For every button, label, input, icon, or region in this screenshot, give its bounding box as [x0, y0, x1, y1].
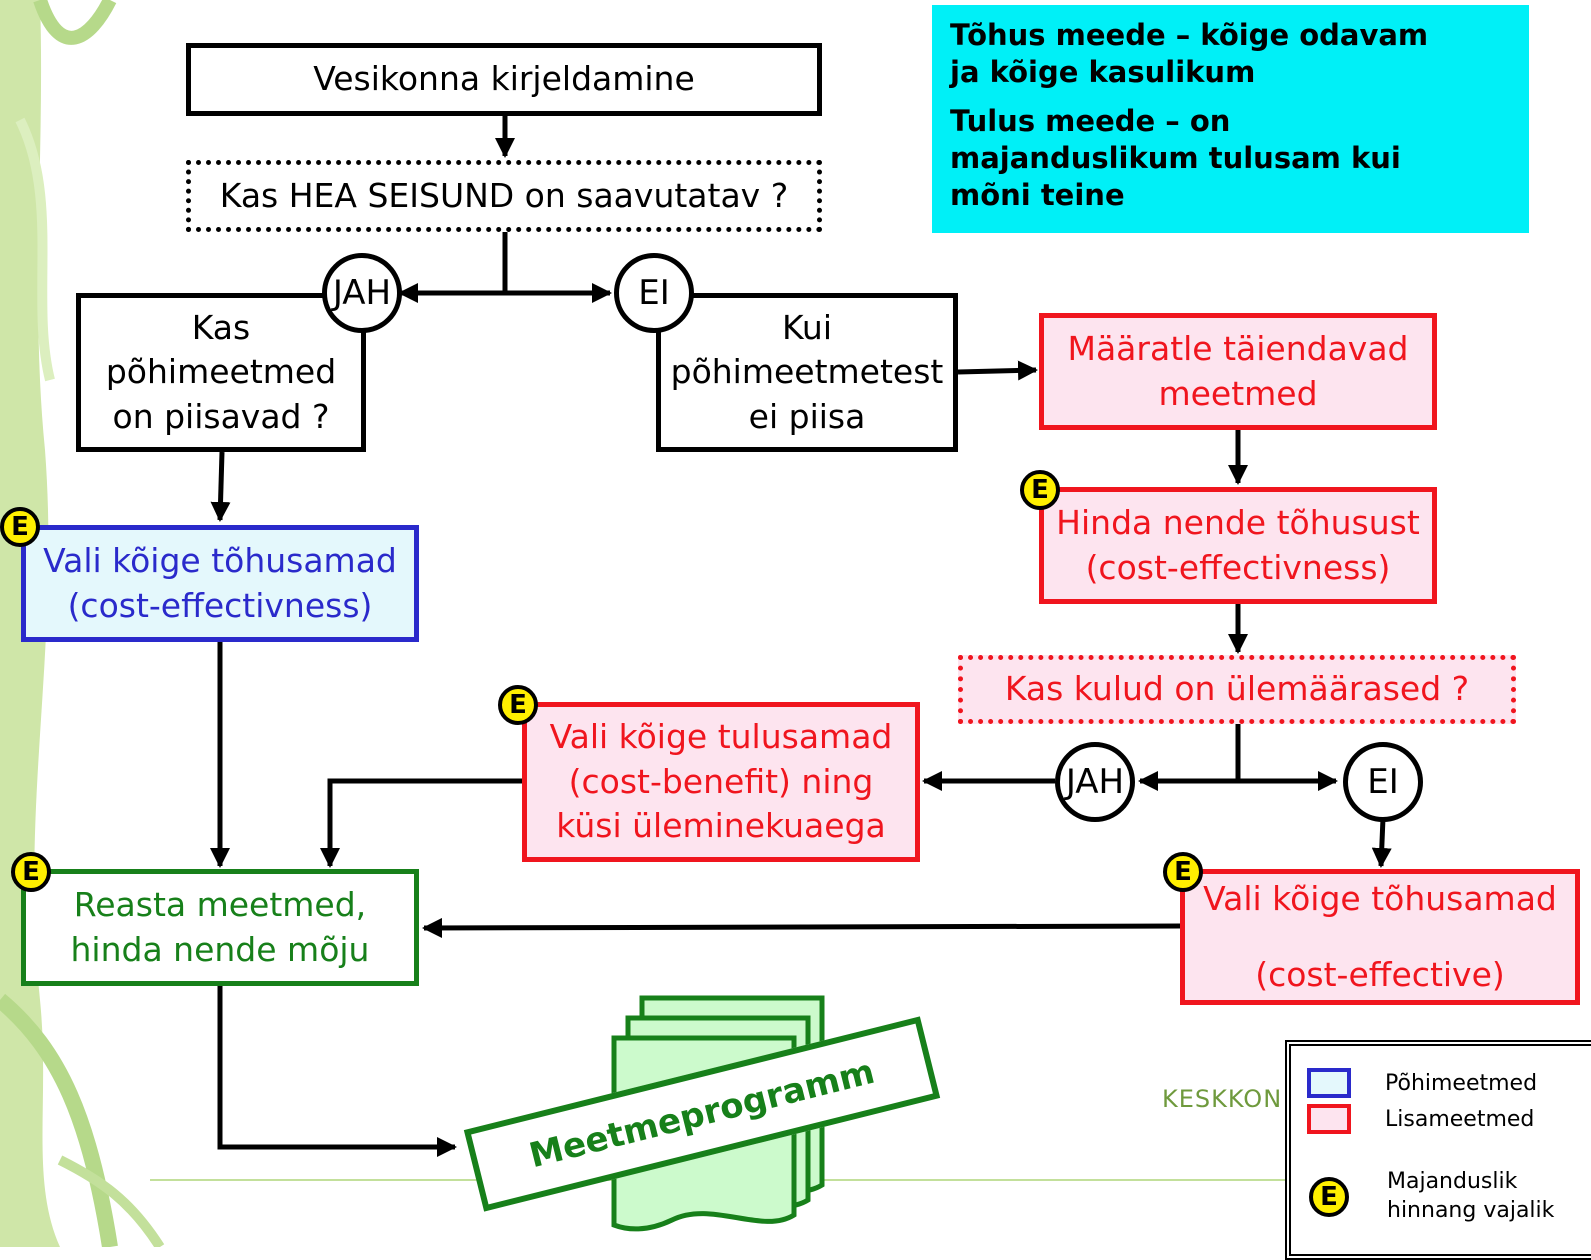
legend-swatch-extra [1307, 1104, 1351, 1134]
decision-jah-bottom: JAH [1055, 742, 1135, 822]
node-hinda-tohusust: Hinda nende tõhusust (cost-effectivness) [1039, 487, 1437, 604]
node-pohimeetmed-piisavad: Kas põhimeetmed on piisavad ? [76, 293, 366, 452]
node-reasta-meetmed: Reasta meetmed, hinda nende mõju [21, 869, 419, 986]
economic-badge-icon: E [1163, 852, 1203, 892]
definition-tulus: Tulus meede – on majanduslikum tulusam k… [950, 104, 1401, 213]
economic-badge-icon: E [1020, 470, 1060, 510]
node-vali-tohusamad-basic: Vali kõige tõhusamad (cost-effectivness) [21, 525, 419, 642]
decision-ei-bottom: EI [1343, 742, 1423, 822]
economic-badge-icon: E [1309, 1176, 1349, 1217]
legend-row-economic: E Majanduslik hinnang vajalik [1309, 1168, 1554, 1225]
legend-label-basic: Põhimeetmed [1385, 1070, 1538, 1096]
footer-logo-text: KESKKON [1162, 1085, 1283, 1113]
node-maaratle-taiendavad: Määratle täiendavad meetmed [1039, 313, 1437, 430]
definition-tohus: Tõhus meede – kõige odavam ja kõige kasu… [950, 18, 1429, 90]
economic-badge-icon: E [498, 685, 538, 725]
legend-swatch-basic [1307, 1068, 1351, 1098]
decision-ei-top: EI [614, 253, 694, 333]
node-kulud-ulemaarased: Kas kulud on ülemäärased ? [958, 655, 1516, 724]
economic-badge-icon: E [0, 507, 40, 547]
legend-label-economic: Majanduslik hinnang vajalik [1387, 1168, 1554, 1225]
legend-row-basic: Põhimeetmed [1307, 1068, 1537, 1098]
legend-label-economic-line2: hinnang vajalik [1387, 1197, 1555, 1223]
legend-row-extra: Lisameetmed [1307, 1104, 1534, 1134]
node-vesikonna-kirjeldamine: Vesikonna kirjeldamine [186, 43, 822, 116]
legend-label-extra: Lisameetmed [1385, 1106, 1535, 1132]
node-vali-tohusamad-extra: Vali kõige tõhusamad (cost-effective) [1180, 869, 1580, 1005]
economic-badge-icon: E [11, 852, 51, 892]
legend-label-economic-line1: Majanduslik [1387, 1169, 1518, 1194]
definitions-box: Tõhus meede – kõige odavam ja kõige kasu… [932, 5, 1529, 233]
node-hea-seisund: Kas HEA SEISUND on saavutatav ? [186, 160, 822, 232]
decision-jah-top: JAH [322, 253, 402, 333]
node-pohimeetmetest-ei-piisa: Kui põhimeetmetest ei piisa [656, 293, 958, 452]
node-vali-tulusamad: Vali kõige tulusamad (cost-benefit) ning… [522, 702, 920, 862]
legend: Põhimeetmed Lisameetmed E Majanduslik hi… [1285, 1040, 1591, 1260]
